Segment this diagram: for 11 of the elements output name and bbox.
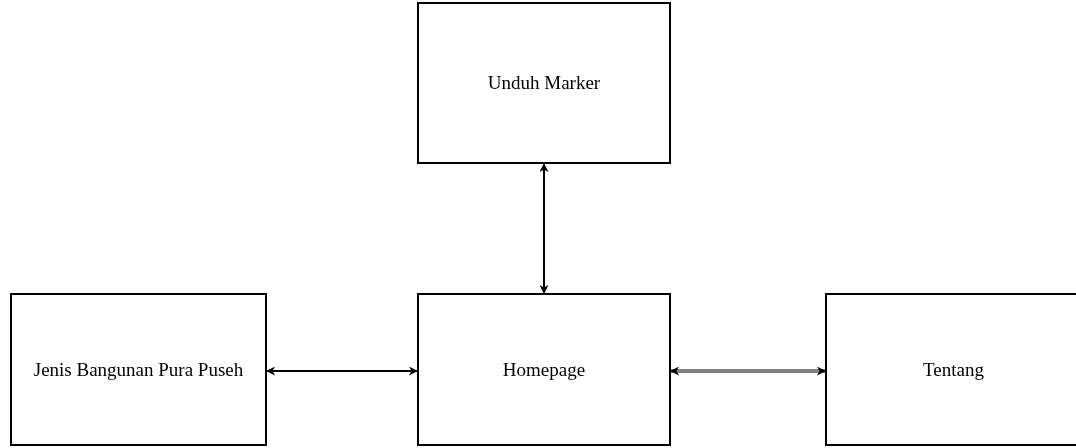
- page-box: [417, 293, 671, 446]
- page-label: Jenis Bangunan Pura Puseh: [33, 357, 244, 382]
- double-arrow: [266, 366, 418, 376]
- double-arrow: [539, 163, 549, 294]
- page-box: [417, 2, 671, 164]
- double-arrow: [670, 366, 826, 376]
- page-label: Homepage: [502, 357, 586, 382]
- page-box: [825, 293, 1076, 446]
- page-label: Unduh Marker: [487, 71, 601, 96]
- page-label: Tentang: [923, 357, 984, 382]
- page-box: [10, 293, 267, 446]
